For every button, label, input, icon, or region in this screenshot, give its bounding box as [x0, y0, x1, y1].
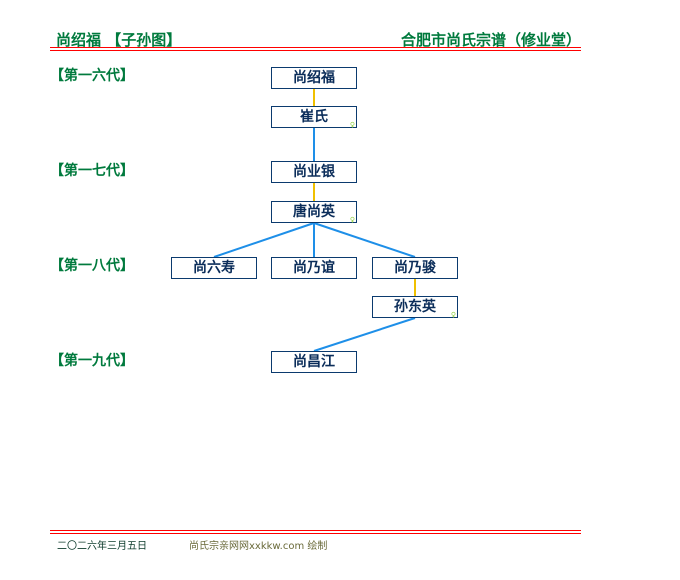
footer-date: 二〇二六年三月五日 [57, 541, 147, 552]
female-icon: ♀ [349, 121, 355, 129]
generation-label: 【第一七代】 [50, 163, 134, 179]
child-line [313, 317, 416, 352]
person-box[interactable]: 尚六寿 [171, 257, 257, 279]
spouse-box[interactable]: 唐尚英 ♀ [271, 201, 357, 224]
person-name: 尚乃谊 [293, 260, 335, 276]
generation-label: 【第一九代】 [50, 353, 134, 369]
person-name: 崔氏 [300, 109, 328, 125]
generation-label: 【第一六代】 [50, 68, 134, 84]
footer-credit: 尚氏宗亲网网xxkkw.com 绘制 [189, 541, 328, 552]
header-rule [50, 47, 581, 48]
child-line [313, 222, 416, 258]
header-rule [50, 50, 581, 51]
spouse-box[interactable]: 孙东英 ♀ [372, 296, 458, 319]
footer-rule [50, 533, 581, 534]
female-icon: ♀ [450, 311, 456, 319]
person-name: 尚绍福 [293, 70, 335, 86]
spouse-box[interactable]: 崔氏 ♀ [271, 106, 357, 129]
female-icon: ♀ [349, 216, 355, 224]
page-title: 尚绍福 【子孙图】 [56, 31, 182, 49]
person-name: 孙东英 [394, 299, 436, 315]
person-name: 唐尚英 [293, 204, 335, 220]
person-name: 尚业银 [293, 164, 335, 180]
person-box[interactable]: 尚绍福 [271, 67, 357, 89]
person-box[interactable]: 尚乃谊 [271, 257, 357, 279]
person-box[interactable]: 尚昌江 [271, 351, 357, 373]
person-box[interactable]: 尚业银 [271, 161, 357, 183]
footer-rule [50, 530, 581, 531]
person-name: 尚六寿 [193, 260, 235, 276]
person-name: 尚乃骏 [394, 260, 436, 276]
genealogy-title: 合肥市尚氏宗谱（修业堂） [400, 31, 581, 49]
child-line [213, 222, 315, 258]
person-box[interactable]: 尚乃骏 [372, 257, 458, 279]
person-name: 尚昌江 [293, 354, 335, 370]
generation-label: 【第一八代】 [50, 258, 134, 274]
